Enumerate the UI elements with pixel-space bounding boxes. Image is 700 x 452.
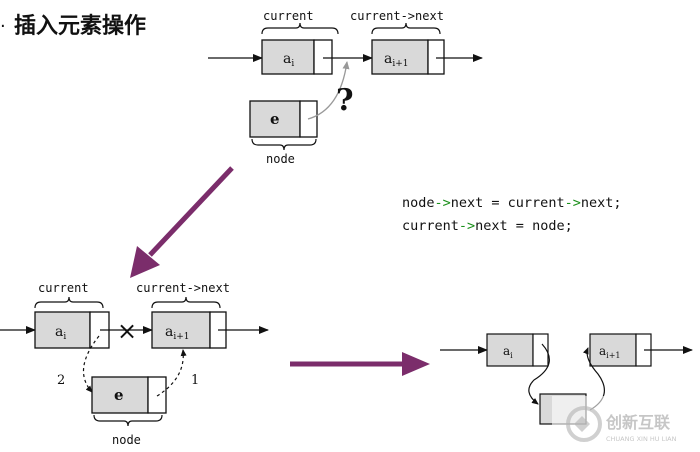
page-title: 插入元素操作 <box>14 13 146 39</box>
node-ai-2 <box>34 311 91 349</box>
node-e-2 <box>91 376 149 414</box>
step-number-2: 2 <box>57 373 65 388</box>
node-e-label: e <box>270 110 280 128</box>
node-ai-label: ai <box>283 51 294 69</box>
code-block: node->next = current->next; current->nex… <box>402 195 621 234</box>
label-current-2: current <box>38 281 89 295</box>
node-ai1-3 <box>589 333 637 367</box>
node-ai-3-pointer <box>532 333 549 367</box>
transition-arrow-right <box>290 352 430 376</box>
title-bullet: · <box>0 16 6 37</box>
watermark-sub: CHUANG XIN HU LIAN <box>606 435 677 443</box>
node-ai1-label: ai+1 <box>384 51 409 69</box>
label-current-next: current->next <box>350 9 444 23</box>
code-line-1: node->next = current->next; <box>402 195 621 211</box>
transition-arrow-down <box>130 166 234 278</box>
node-e-2-pointer <box>147 376 167 414</box>
node-ai-3-label: ai <box>503 344 513 360</box>
watermark-logo-icon <box>566 406 602 442</box>
node-ai1-pointer <box>427 39 445 75</box>
step2-diagram: current current->next ai × ai+1 e node 2… <box>0 281 269 447</box>
code-line-2: current->next = node; <box>402 218 573 234</box>
brace-node-2 <box>93 414 163 427</box>
brace-next <box>371 22 441 35</box>
question-mark: ? <box>336 83 354 118</box>
label-node-2: node <box>112 433 141 447</box>
node-e-2-label: e <box>114 386 124 404</box>
step-number-1: 1 <box>191 373 199 388</box>
node-ai-2-label: ai <box>55 324 66 342</box>
label-node: node <box>266 152 295 166</box>
watermark: 创新互联 CHUANG XIN HU LIAN <box>552 396 700 452</box>
node-ai1 <box>371 39 429 75</box>
label-current-next-2: current->next <box>136 281 230 295</box>
result-diagram: ai ai+1 <box>440 333 693 425</box>
step1-diagram: current current->next ai ai+1 e node ? <box>208 9 483 166</box>
link-ai-to-e <box>528 343 550 405</box>
tentative-link <box>307 61 350 120</box>
link-step-2 <box>82 335 100 393</box>
brace-node <box>251 138 317 151</box>
node-ai1-3-label: ai+1 <box>599 344 621 360</box>
watermark-brand: 创新互联 <box>605 413 670 432</box>
brace-current-2 <box>34 296 104 309</box>
node-ai1-2 <box>151 311 211 349</box>
cut-mark: × <box>117 317 137 345</box>
node-ai-pointer <box>313 39 333 75</box>
label-current: current <box>263 9 314 23</box>
node-ai1-2-label: ai+1 <box>165 324 190 342</box>
brace-current <box>261 22 339 35</box>
brace-next-2 <box>151 296 221 309</box>
